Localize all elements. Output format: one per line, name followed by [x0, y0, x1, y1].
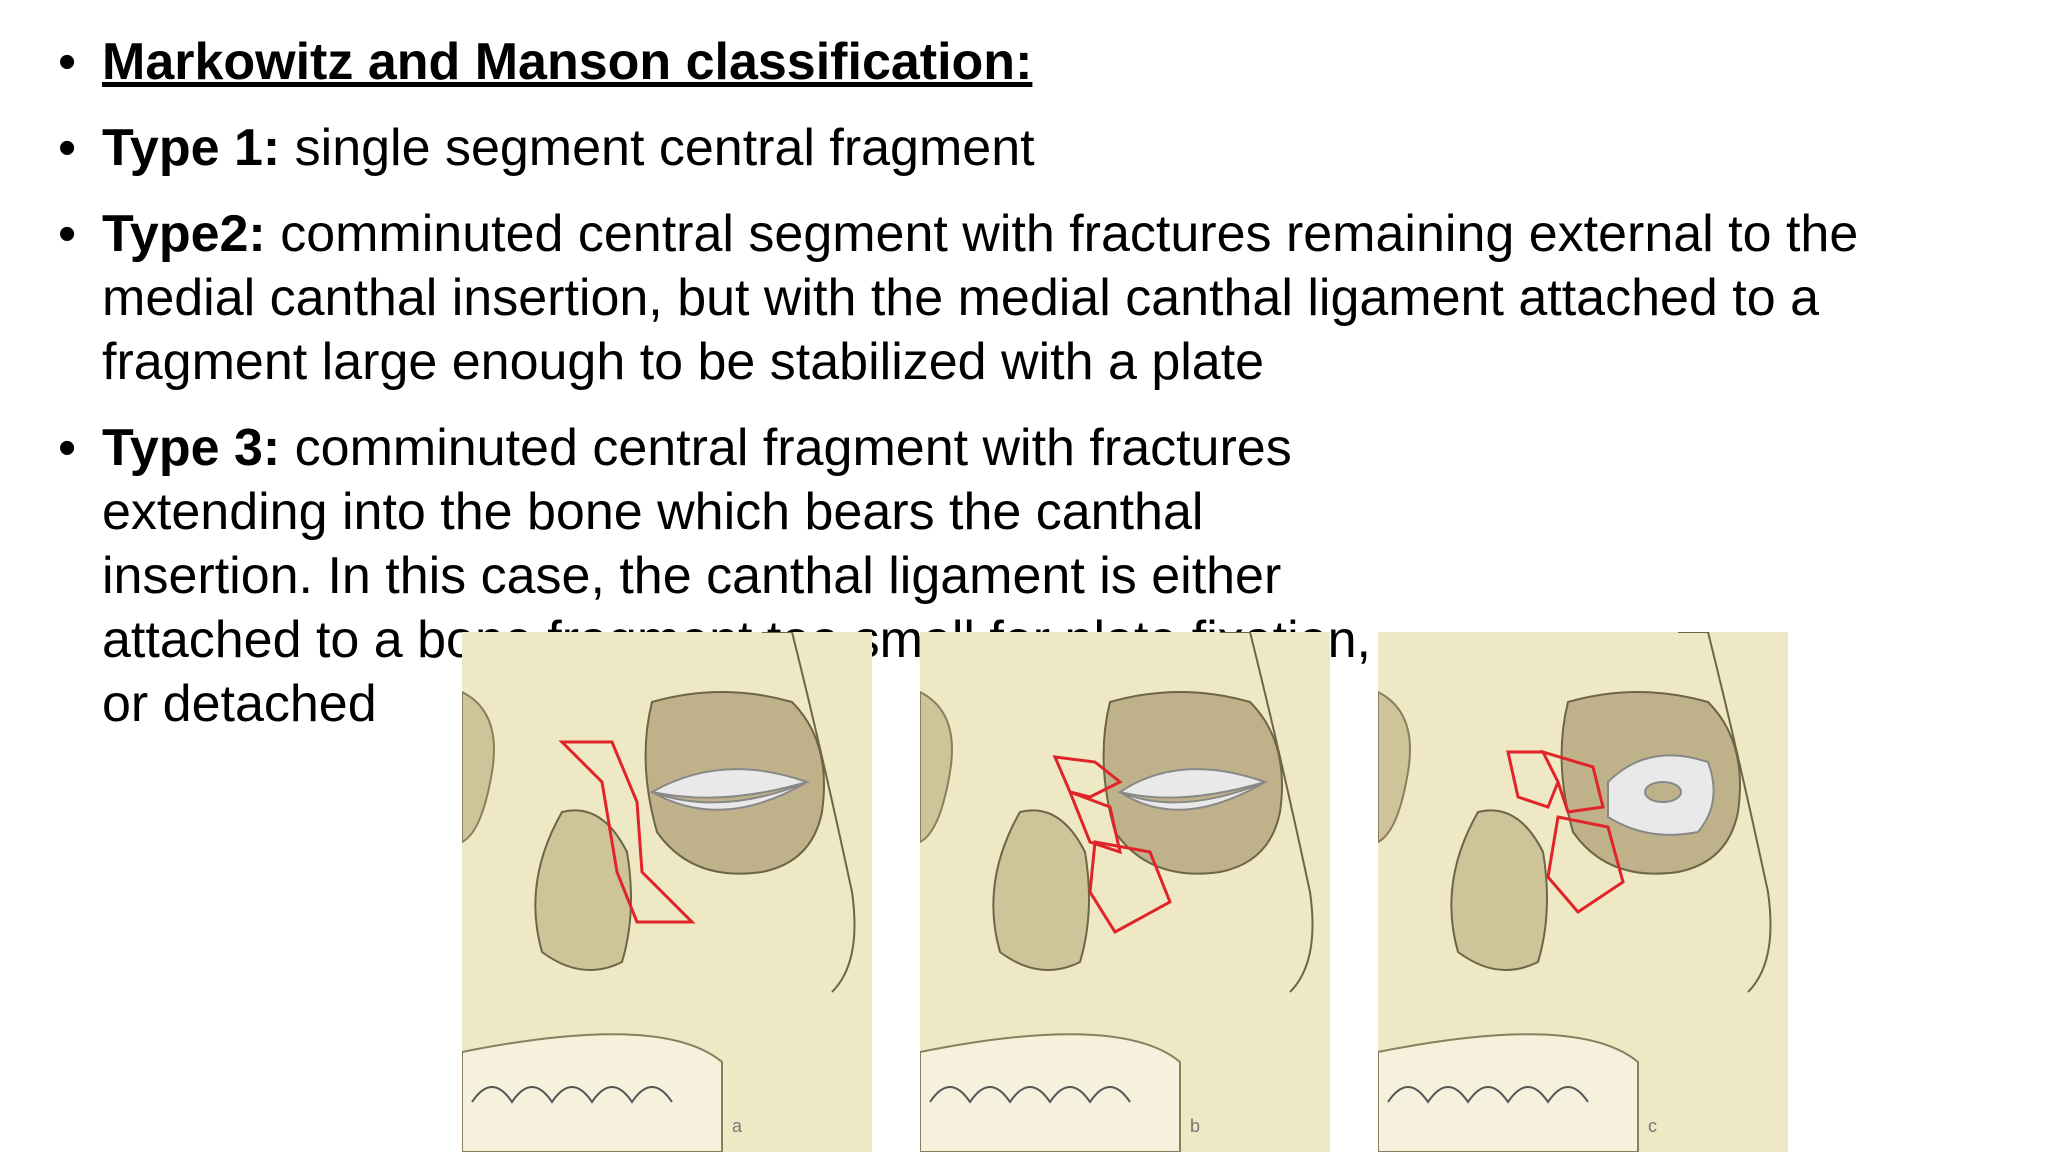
type-2-description: comminuted central segment with fracture… — [102, 205, 1859, 391]
bullet-dot: • — [58, 419, 77, 477]
bullet-dot: • — [58, 205, 77, 263]
bullet-dot: • — [58, 33, 77, 91]
type-1-term: Type 1: — [102, 119, 281, 177]
type-1-description: single segment central fragment — [280, 119, 1035, 177]
bullet-type-2: • Type2: comminuted central segment with… — [50, 202, 1970, 394]
classification-heading: Markowitz and Manson classification: — [102, 33, 1033, 91]
figure-label-a: a — [732, 1116, 743, 1136]
skull-illustrations: a b c — [462, 632, 1792, 1152]
skull-figure-c: c — [1378, 632, 1788, 1152]
type-3-term: Type 3: — [102, 419, 281, 477]
skull-illustration-b: b — [920, 632, 1330, 1152]
skull-figure-a: a — [462, 632, 872, 1152]
skull-illustration-c: c — [1378, 632, 1788, 1152]
figure-label-c: c — [1648, 1116, 1657, 1136]
skull-figure-b: b — [920, 632, 1330, 1152]
slide-text-body: • Markowitz and Manson classification: •… — [50, 30, 1970, 758]
bullet-type-1: • Type 1: single segment central fragmen… — [50, 116, 1970, 180]
bullet-heading: • Markowitz and Manson classification: — [50, 30, 1970, 94]
skull-illustration-a: a — [462, 632, 872, 1152]
type-2-term: Type2: — [102, 205, 266, 263]
bullet-dot: • — [58, 119, 77, 177]
figure-label-b: b — [1190, 1116, 1200, 1136]
